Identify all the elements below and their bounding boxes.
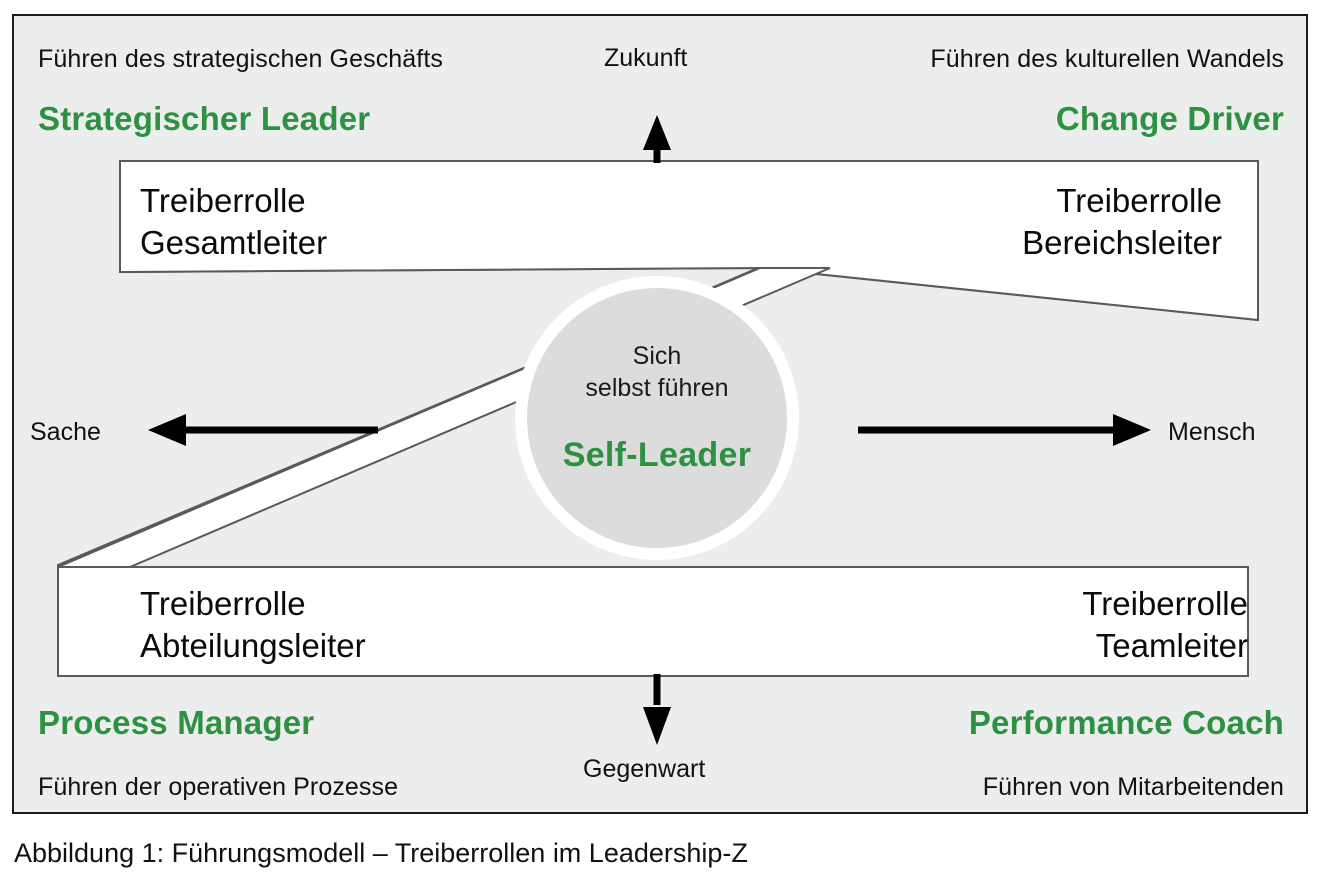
quadrant-top-right-subtitle: Führen des kulturellen Wandels: [930, 45, 1284, 73]
axis-label-bottom: Gegenwart: [583, 755, 706, 783]
center-description: Sich selbst führen: [585, 342, 729, 402]
driver-role-bottom-left: Treiberrolle Abteilungsleiter: [140, 585, 366, 664]
figure-caption: Abbildung 1: Führungsmodell – Treiberrol…: [14, 838, 748, 868]
center-role: Self-Leader: [562, 436, 752, 474]
quadrant-bottom-right-role: Performance Coach: [968, 704, 1284, 741]
axis-label-left: Sache: [30, 418, 101, 446]
quadrant-bottom-left-subtitle: Führen der operativen Prozesse: [38, 773, 399, 801]
driver-role-top-right: Treiberrolle Bereichsleiter: [1022, 182, 1222, 261]
quadrant-top-left-role: Strategischer Leader: [38, 100, 371, 137]
axis-label-right: Mensch: [1168, 418, 1256, 446]
axis-label-top: Zukunft: [604, 44, 688, 72]
driver-role-top-left: Treiberrolle Gesamtleiter: [140, 182, 328, 261]
quadrant-bottom-left-role: Process Manager: [38, 704, 315, 741]
quadrant-bottom-right-subtitle: Führen von Mitarbeitenden: [982, 773, 1284, 801]
quadrant-top-right-role: Change Driver: [1055, 100, 1284, 137]
quadrant-top-left-subtitle: Führen des strategischen Geschäfts: [38, 45, 443, 73]
driver-role-bottom-right: Treiberrolle Teamleiter: [1082, 585, 1248, 664]
